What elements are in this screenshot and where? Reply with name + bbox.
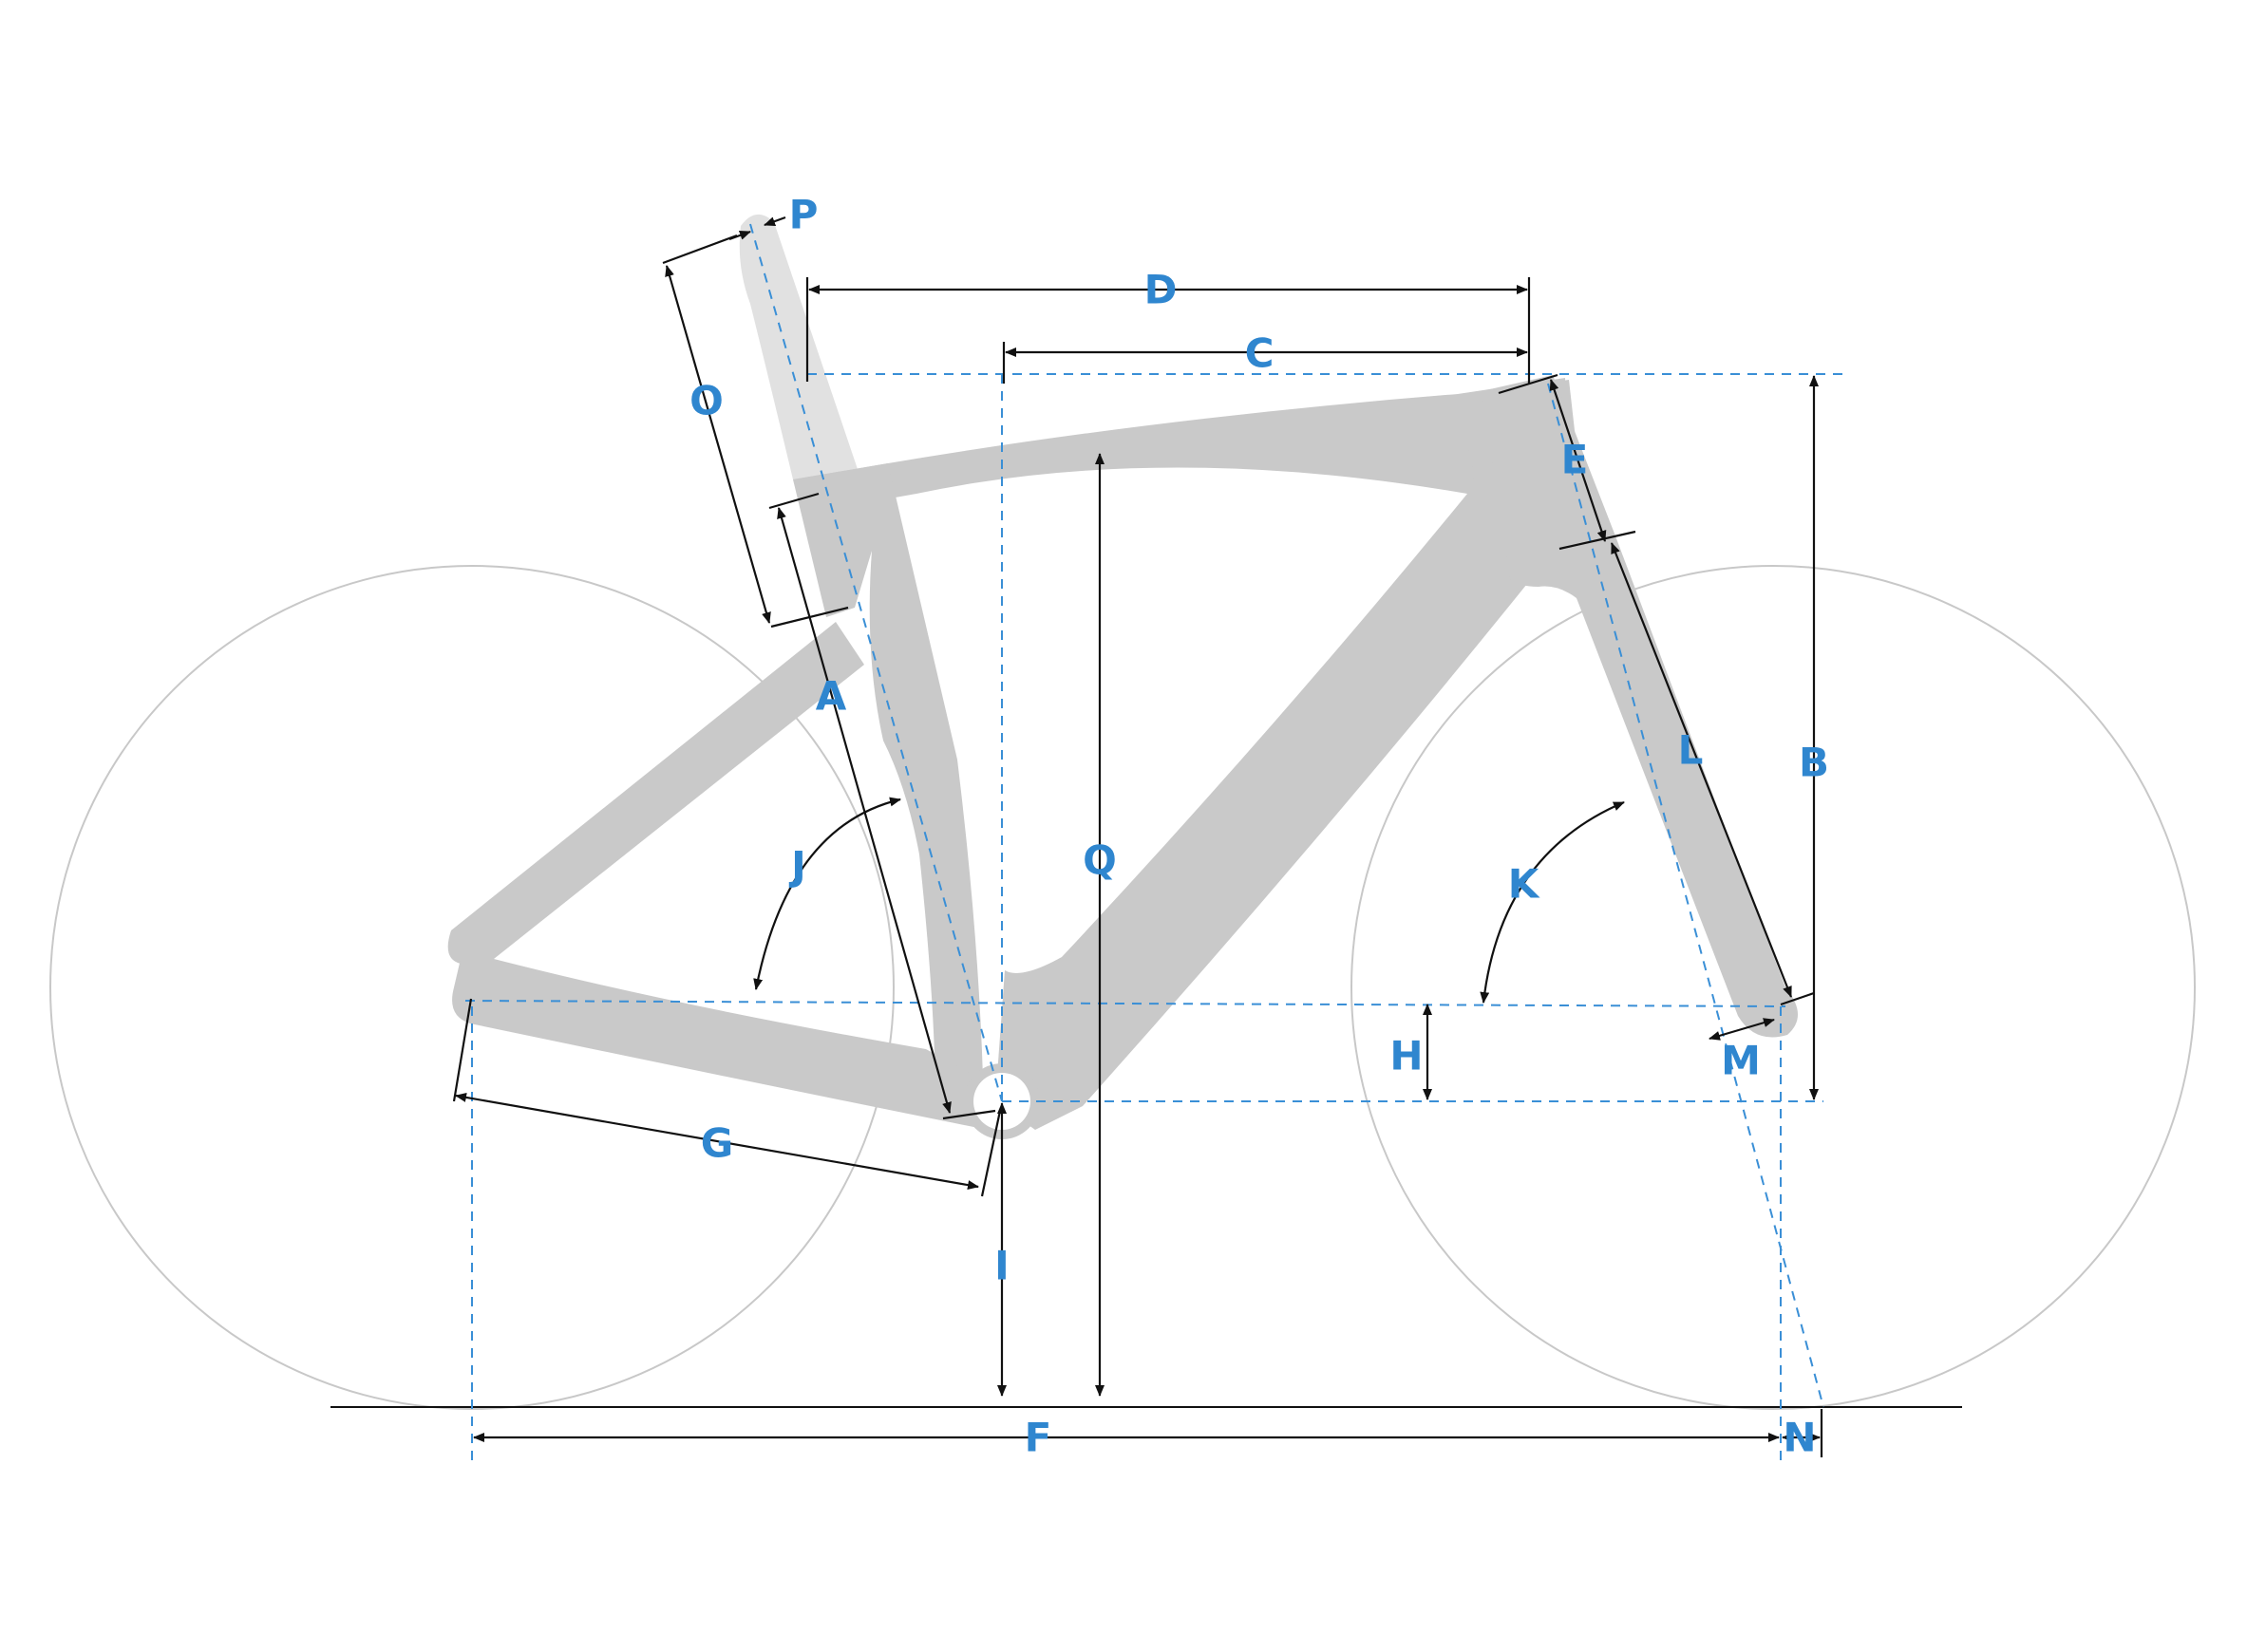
- label-l: L: [1678, 727, 1704, 774]
- reference-guides: [464, 223, 1842, 1462]
- label-m: M: [1721, 1038, 1761, 1084]
- label-p: P: [789, 192, 819, 238]
- label-e: E: [1561, 437, 1589, 483]
- label-a: A: [816, 673, 847, 720]
- label-d: D: [1144, 267, 1178, 313]
- seatpost: [739, 214, 859, 479]
- label-g: G: [701, 1120, 733, 1167]
- label-j: J: [788, 843, 806, 890]
- label-q: Q: [1083, 837, 1117, 884]
- dimension-lines: [452, 216, 1823, 1457]
- bike-frame: [447, 375, 1799, 1139]
- label-i: I: [994, 1243, 1010, 1289]
- label-c: C: [1245, 330, 1275, 377]
- label-n: N: [1783, 1415, 1816, 1461]
- label-b: B: [1799, 740, 1829, 786]
- label-h: H: [1389, 1033, 1423, 1079]
- label-f: F: [1025, 1415, 1052, 1461]
- label-k: K: [1508, 861, 1540, 908]
- label-o: O: [689, 378, 724, 424]
- dimension-labels: P D C O E A L B J K Q H M G I F N: [689, 192, 1829, 1461]
